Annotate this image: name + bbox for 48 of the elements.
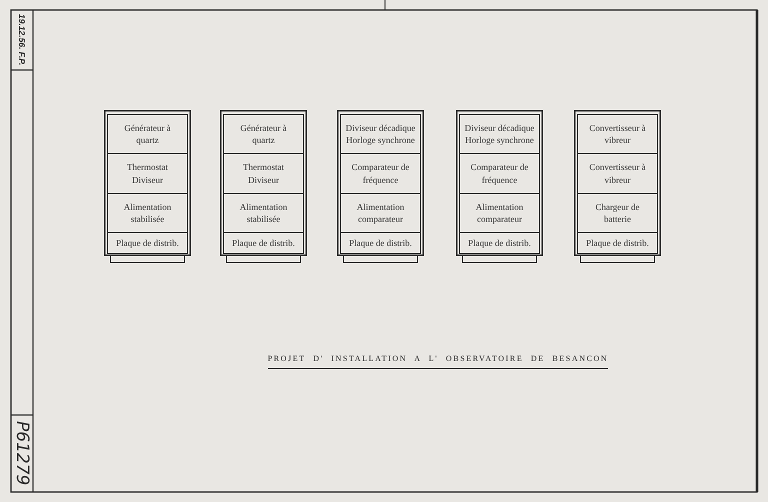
rack-module xyxy=(223,232,304,254)
module-label: Plaque de distrib. xyxy=(586,236,649,250)
rack-module xyxy=(577,153,658,194)
equipment-cabinet xyxy=(104,110,191,264)
module-label: Chargeur de batterie xyxy=(594,200,641,226)
module-label: Alimentation comparateur xyxy=(474,200,524,226)
rack-module xyxy=(107,232,188,254)
module-label: Générateur à quartz xyxy=(123,122,172,146)
module-label: Plaque de distrib. xyxy=(349,236,412,250)
rack-module xyxy=(459,232,540,254)
module-label: Alimentation stabilisée xyxy=(122,200,172,226)
module-label: Convertisseur à vibreur xyxy=(588,122,647,146)
rack-module xyxy=(223,193,304,233)
rack-module xyxy=(340,153,421,194)
equipment-cabinet xyxy=(337,110,424,264)
rack-module xyxy=(577,193,658,233)
module-label: Plaque de distrib. xyxy=(232,236,295,250)
module-label: Alimentation comparateur xyxy=(356,200,406,226)
date-initials: 19.12.56. F.P. xyxy=(17,14,27,66)
module-label: Comparateur de fréquence xyxy=(470,161,530,186)
rack-module xyxy=(577,114,658,154)
module-label: Diviseur décadique Horloge synchrone xyxy=(464,122,536,146)
rack-module xyxy=(459,193,540,233)
rack-module xyxy=(107,114,188,154)
rack-module xyxy=(459,153,540,194)
rack-module xyxy=(107,193,188,233)
rack-module xyxy=(459,114,540,154)
rack-module xyxy=(340,193,421,233)
module-label: Plaque de distrib. xyxy=(468,236,531,250)
equipment-cabinet xyxy=(456,110,543,264)
module-label: Générateur à quartz xyxy=(239,122,288,146)
rack-module xyxy=(577,232,658,254)
rack-module xyxy=(223,153,304,194)
drawing-number: P61279 xyxy=(12,421,32,486)
rack-module xyxy=(223,114,304,154)
module-label: Thermostat Diviseur xyxy=(242,161,285,186)
module-label: Thermostat Diviseur xyxy=(126,161,169,186)
module-label: Diviseur décadique Horloge synchrone xyxy=(344,122,416,146)
module-label: Plaque de distrib. xyxy=(116,236,179,250)
equipment-cabinet xyxy=(574,110,661,264)
drawing-title: PROJET D' INSTALLATION A L' OBSERVATOIRE DE BESANCON xyxy=(268,354,608,369)
module-label: Comparateur de fréquence xyxy=(350,161,410,186)
rack-module xyxy=(107,153,188,194)
rack-module xyxy=(340,232,421,254)
equipment-cabinet xyxy=(220,110,307,264)
module-label: Convertisseur à vibreur xyxy=(588,161,647,186)
module-label: Alimentation stabilisée xyxy=(238,200,288,226)
rack-module xyxy=(340,114,421,154)
